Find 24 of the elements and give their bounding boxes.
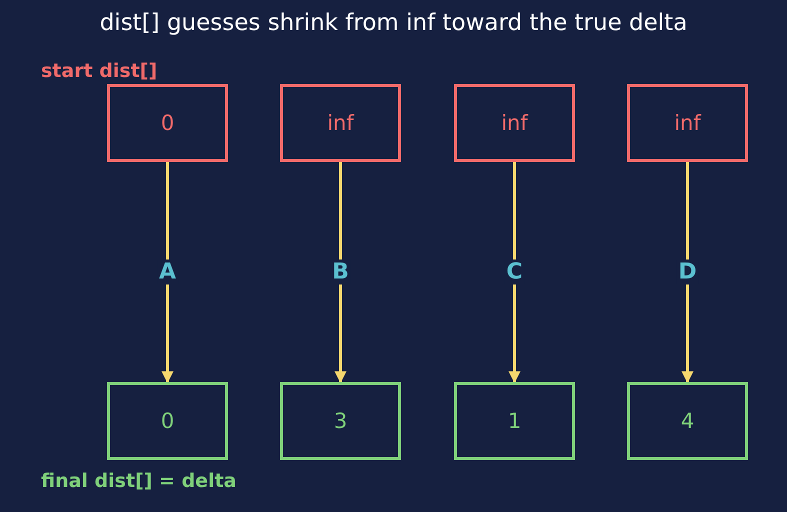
- arrow: [682, 162, 694, 384]
- value-text: inf: [674, 111, 701, 135]
- value-text: 0: [160, 409, 174, 433]
- value-text: 4: [680, 409, 694, 433]
- value-text: inf: [501, 111, 528, 135]
- value-text: 0: [160, 111, 174, 135]
- value-box: [107, 382, 228, 460]
- arrow: [162, 162, 174, 384]
- value-box: [280, 84, 401, 162]
- arrow: [334, 162, 346, 384]
- value-text: inf: [327, 111, 354, 135]
- edge-label: A: [156, 260, 178, 284]
- row-label: final dist[] = delta: [41, 470, 236, 492]
- value-box: [280, 382, 401, 460]
- value-box: [454, 382, 575, 460]
- row-label: start dist[]: [41, 60, 158, 82]
- title: dist[] guesses shrink from inf toward the true delta: [98, 10, 688, 36]
- value-text: 3: [334, 409, 348, 433]
- arrow: [508, 162, 520, 384]
- value-box: [454, 84, 575, 162]
- value-box: [107, 84, 228, 162]
- value-box: [627, 382, 748, 460]
- value-box: [627, 84, 748, 162]
- value-text: 1: [508, 409, 522, 433]
